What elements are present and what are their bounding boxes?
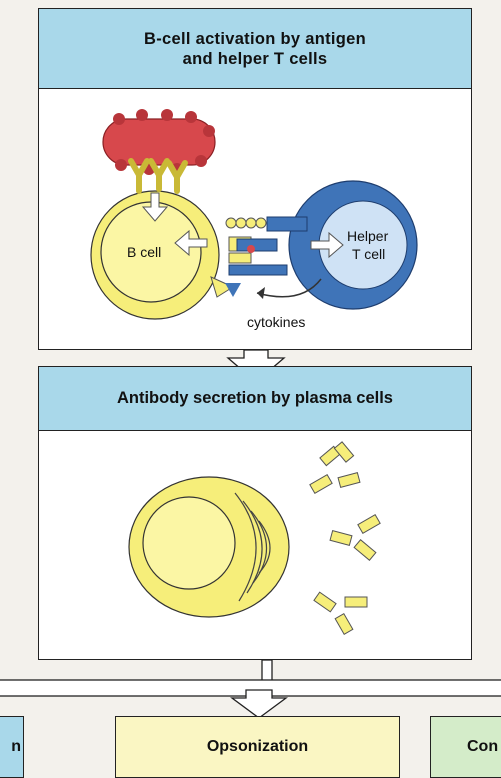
connector-bar: [0, 679, 501, 697]
internalization-arrow: [141, 192, 169, 222]
left-outcome-label: n: [11, 738, 21, 755]
b-cell-receptor: [148, 158, 170, 192]
plasma-cell: [128, 476, 290, 618]
antibody: [309, 441, 361, 495]
panel1-title-line1: B-cell activation by antigen: [143, 29, 367, 48]
helper-t-cell-arrow: [310, 231, 344, 259]
plasma-cell-diagram: [128, 441, 381, 635]
cytokines-label: cytokines: [247, 314, 305, 330]
antibody-secretion-panel: Antibody secretion by plasma cells: [38, 366, 472, 660]
helper-label-line2: T cell: [352, 246, 385, 262]
opsonization-label: Opsonization: [206, 738, 309, 755]
panel2-title: Antibody secretion by plasma cells: [116, 389, 393, 407]
right-outcome-box: Con: [430, 716, 501, 778]
b-cell-activation-panel: B-cell activation by antigen and helper …: [38, 8, 472, 350]
helper-label-line1: Helper: [347, 228, 389, 244]
helper-t-cell: [225, 180, 418, 310]
antibody: [313, 591, 368, 635]
b-cell-receptor: [128, 158, 150, 194]
left-outcome-box: n: [0, 716, 24, 778]
cytokine-arrow: [256, 278, 322, 298]
antigen: [102, 109, 216, 175]
antibody: [329, 513, 381, 561]
b-cell: [90, 158, 252, 320]
b-cell-label: B cell: [127, 244, 161, 260]
right-outcome-label: Con: [467, 738, 499, 755]
panel2-header: Antibody secretion by plasma cells: [39, 367, 471, 431]
b-cell-signal-arrow: [174, 229, 208, 257]
panel1-header: B-cell activation by antigen and helper …: [39, 9, 471, 89]
costimulatory-chain: [225, 217, 267, 229]
b-cell-activation-diagram: B cell Helper T cell cy: [90, 109, 418, 330]
opsonization-box: Opsonization: [115, 716, 400, 778]
b-cell-receptor: [166, 160, 188, 194]
panel1-title-line2: and helper T cells: [182, 49, 328, 68]
